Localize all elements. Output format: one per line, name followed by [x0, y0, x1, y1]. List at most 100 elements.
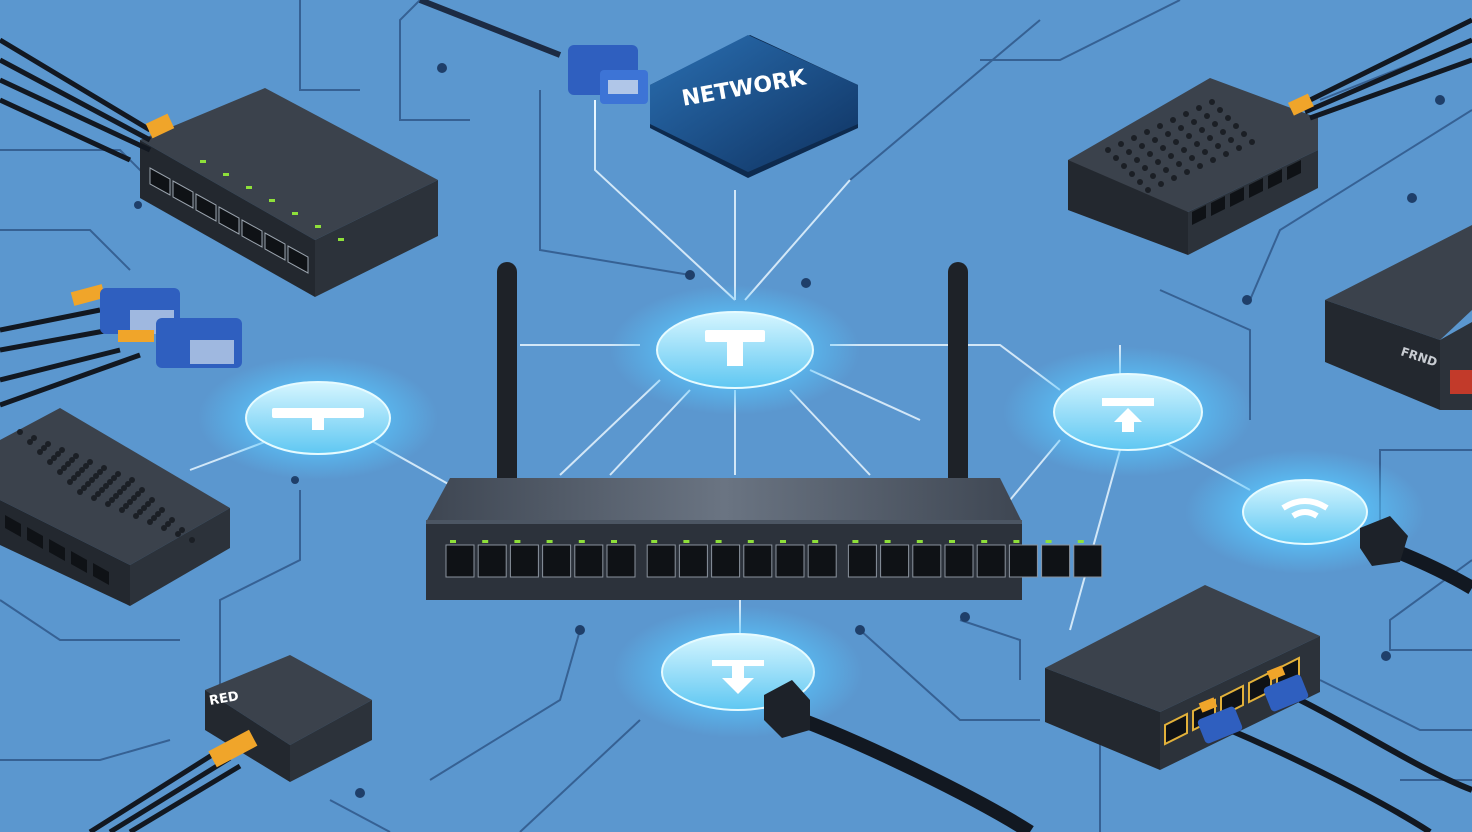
vent-hole — [71, 475, 77, 481]
router-port — [509, 544, 539, 578]
switch-bottom-left: RED — [205, 655, 372, 782]
glow-node-right — [1003, 347, 1253, 477]
router-led — [1013, 540, 1020, 543]
router-led — [812, 540, 819, 543]
router-port — [944, 544, 974, 578]
vent-hole — [1158, 181, 1164, 187]
vent-hole — [1147, 151, 1153, 157]
vent-hole — [1196, 105, 1202, 111]
vent-hole — [1150, 173, 1156, 179]
vent-hole — [147, 519, 153, 525]
orange-plug-top-right — [1287, 93, 1314, 116]
vent-hole — [1199, 127, 1205, 133]
vent-hole — [101, 465, 107, 471]
vent-hole — [1181, 147, 1187, 153]
switch-port — [218, 206, 240, 235]
vent-hole — [1184, 169, 1190, 175]
vent-hole — [1129, 171, 1135, 177]
vent-hole — [1105, 147, 1111, 153]
vent-hole — [1204, 113, 1210, 119]
vent-hole — [1145, 187, 1151, 193]
switch-led — [200, 160, 206, 163]
router-port — [1073, 544, 1103, 578]
switch-led — [223, 173, 229, 176]
vent-hole — [139, 487, 145, 493]
router-led — [514, 540, 521, 543]
router-led — [482, 540, 489, 543]
blue-connectors-left — [0, 284, 242, 408]
router-led — [683, 540, 690, 543]
vent-hole — [97, 469, 103, 475]
router-port — [976, 544, 1006, 578]
router-led — [1077, 540, 1084, 543]
router-port — [880, 544, 910, 578]
vent-hole — [87, 459, 93, 465]
router-port — [1041, 544, 1071, 578]
vent-hole — [1225, 115, 1231, 121]
switch-port — [195, 193, 217, 222]
wifi-icon — [1281, 498, 1329, 519]
vent-hole — [79, 467, 85, 473]
router-port — [807, 544, 837, 578]
vent-hole — [145, 501, 151, 507]
router-led — [852, 540, 859, 543]
switch-top-left — [140, 88, 438, 297]
vent-hole — [61, 465, 67, 471]
vent-hole — [1241, 131, 1247, 137]
vent-hole — [1233, 123, 1239, 129]
vent-hole — [127, 499, 133, 505]
vent-hole — [123, 503, 129, 509]
vent-hole — [159, 507, 165, 513]
cables-top-left — [0, 37, 152, 163]
vent-hole — [1209, 99, 1215, 105]
router-port — [678, 544, 708, 578]
router-port — [542, 544, 572, 578]
router-port — [646, 544, 676, 578]
vent-hole — [1157, 123, 1163, 129]
vent-hole — [37, 449, 43, 455]
vent-hole — [165, 521, 171, 527]
router-port — [574, 544, 604, 578]
switch-port — [264, 232, 286, 261]
switch-led — [338, 238, 344, 241]
switch-port — [241, 219, 263, 248]
vent-hole — [1134, 157, 1140, 163]
vent-hole — [1194, 141, 1200, 147]
vent-hole — [31, 435, 37, 441]
vent-hole — [155, 511, 161, 517]
down-arrow-icon — [712, 660, 764, 694]
vent-hole — [75, 471, 81, 477]
switch-port — [1211, 196, 1225, 216]
router-led — [715, 540, 722, 543]
vent-hole — [175, 531, 181, 537]
router-led — [981, 540, 988, 543]
vent-hole — [47, 459, 53, 465]
vent-hole — [91, 495, 97, 501]
network-chip: NETWORK — [650, 35, 858, 178]
vent-hole — [1160, 145, 1166, 151]
vent-hole — [1215, 143, 1221, 149]
vent-hole — [1139, 143, 1145, 149]
router-port — [477, 544, 507, 578]
main-router — [426, 478, 1103, 600]
orange-plug-top-left — [145, 113, 175, 139]
vent-hole — [1223, 151, 1229, 157]
cable-bottom-center — [764, 680, 1034, 832]
cables-bottom-left — [88, 747, 242, 832]
vent-hole — [1173, 139, 1179, 145]
vent-hole — [1137, 179, 1143, 185]
vent-hole — [169, 517, 175, 523]
vent-hole — [1183, 111, 1189, 117]
vent-hole — [189, 537, 195, 543]
router-led — [780, 540, 786, 543]
vent-hole — [57, 469, 63, 475]
router-led — [578, 540, 585, 543]
switch-top-right — [1068, 78, 1318, 255]
vent-grid — [17, 429, 195, 543]
switch-port — [93, 563, 109, 585]
vent-hole — [1168, 153, 1174, 159]
cable-far-right — [1360, 516, 1472, 595]
vent-hole — [1212, 121, 1218, 127]
glow-node-left — [198, 356, 438, 480]
